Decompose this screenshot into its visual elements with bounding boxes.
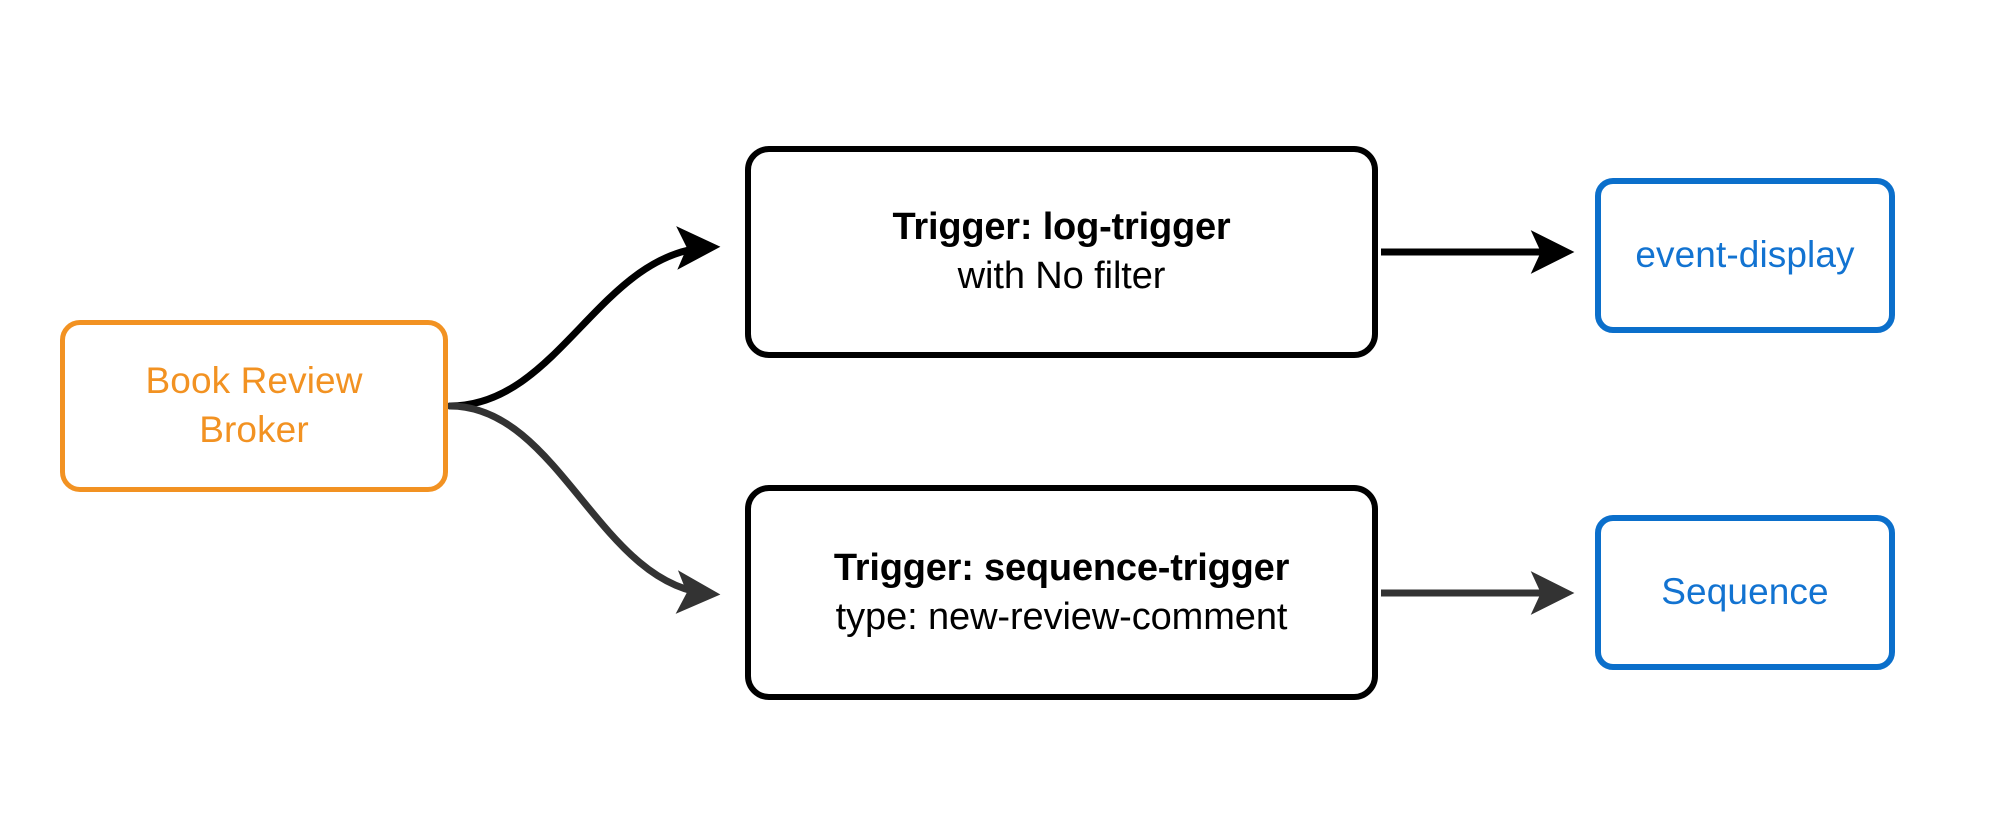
log-trigger-title: Trigger: log-trigger (892, 206, 1231, 249)
node-event-display[interactable]: event-display (1595, 178, 1895, 333)
edge-broker-to-sequence-trigger (446, 402, 721, 614)
broker-label-line2: Broker (199, 409, 309, 450)
log-trigger-subtitle: with No filter (957, 255, 1166, 297)
node-sequence-trigger[interactable]: Trigger: sequence-trigger type: new-revi… (745, 485, 1378, 700)
node-sequence[interactable]: Sequence (1595, 515, 1895, 670)
event-display-label: event-display (1635, 234, 1855, 276)
edge-broker-to-log-trigger (446, 226, 721, 410)
sequence-label: Sequence (1661, 571, 1829, 613)
sequence-trigger-title: Trigger: sequence-trigger (833, 546, 1290, 589)
node-log-trigger[interactable]: Trigger: log-trigger with No filter (745, 146, 1378, 358)
broker-label-line1: Book Review (145, 360, 363, 402)
node-book-review-broker[interactable]: Book Review Broker (60, 320, 448, 492)
sequence-trigger-subtitle: type: new-review-comment (835, 595, 1288, 638)
